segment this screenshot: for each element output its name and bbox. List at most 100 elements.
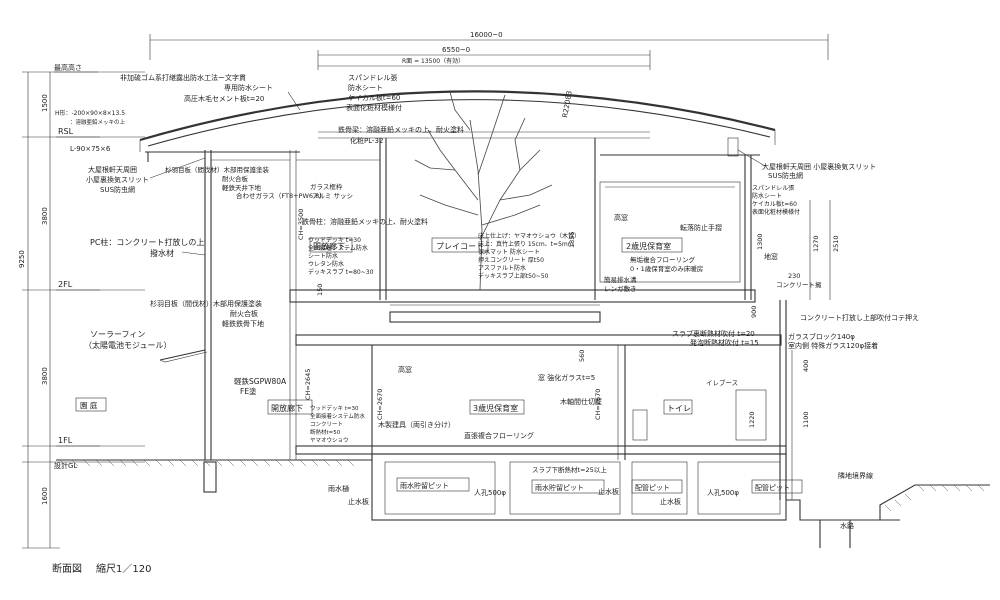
note-spandrel-r2: 防水シート [752, 192, 782, 200]
stop-water-3: 止水板 [660, 497, 681, 506]
note-floor-2f-3: シート防水 [308, 252, 338, 260]
manhole-2: 人孔500φ [707, 489, 739, 497]
note-glass-block: ガラスブロック140φ [788, 332, 855, 341]
dim-1100: 1100 [802, 411, 810, 428]
notes-right-mid: スラブ裏断熱材吹付 t=20 発泡断熱材吹付 t=15 コンクリート打放し上部吹… [672, 313, 919, 350]
note-spandrel-r1: スパンドレル張 [752, 185, 794, 192]
note-anti-heat: 発泡断熱材吹付 t=15 [690, 338, 759, 347]
room-play: プレイコート [436, 242, 484, 251]
note-eave-right-1: 大屋根軒天周囲 小屋裏換気スリット [762, 162, 876, 171]
stop-water-2: 止水板 [598, 487, 619, 496]
note-slab-ins-1f: スラブ下断熱材t=25以上 [532, 465, 607, 474]
note-solar-1: ソーラーフィン [90, 330, 145, 339]
dim-ch-3f: CH=2670 [594, 389, 602, 420]
note-floor-1f-4: 断熱材t=50 [310, 428, 341, 436]
dim-1220: 1220 [748, 411, 756, 428]
note-brick: レンガ敷き [604, 284, 637, 293]
note-floor-1f-3: コンクリート [310, 421, 343, 428]
dim-upper: 3800 [41, 207, 49, 225]
room-toilet: トイレ [667, 404, 691, 413]
room-nursery-3: 3歳児保育室 [473, 403, 518, 413]
note-floor-2f-5: デッキスラブ t=80~30 [308, 268, 374, 276]
note-cedar-top3: 軽鉄天井下地 [222, 183, 262, 192]
notes-right-top: 大屋根軒天周囲 小屋裏換気スリット SUS防虫網 スパンドレル張 防水シート ケ… [737, 149, 876, 216]
note-spandrel-r4: 表面化粧材模様付 [752, 208, 800, 216]
note-flooring-2f2: 0・1歳保育室のみ床暖房 [630, 264, 703, 273]
level-top: 最高高さ [54, 63, 82, 72]
note-floor-mat-5: アスファルト防水 [478, 264, 526, 272]
note-pc-col-2: 撥水材 [150, 248, 174, 258]
note-steel-col: 鉄骨柱：溶融亜鉛メッキの上、耐火塗料 [302, 217, 428, 226]
note-drain: 簡易排水溝 [604, 275, 637, 284]
note-roof-sheet: 専用防水シート [224, 83, 273, 92]
note-floor-1f-2: 全面接着システム防水 [310, 412, 365, 420]
note-steel-light: 軽鉄SGPW80A [234, 376, 287, 386]
structure [147, 137, 821, 548]
dim-ch-2f: CH=3500 [297, 209, 305, 240]
dim-230: 230 [788, 272, 800, 280]
level-1fl: 1FL [58, 436, 73, 445]
pit-rain-1: 雨水貯留ピット [400, 481, 449, 490]
dim-top: 1500 [41, 94, 49, 112]
note-spandrel-3: ケイカル板t=60 [348, 93, 400, 102]
top-dimensions: 16000~0 6550~0 R面 = 13500（有効） [149, 31, 829, 70]
note-roof-top: 非加硫ゴム系打継露出防水工法ー文字貫 [120, 73, 246, 82]
note-steel-l: L-90×75×6 [70, 145, 111, 153]
room-nursery-2: 2歳児保育室 [626, 241, 671, 251]
note-slab-ins: スラブ裏断熱材吹付 t=20 [672, 329, 755, 338]
note-steel-beam: 鉄骨梁：溶融亜鉛メッキの上、耐火塗料 [338, 125, 464, 134]
dim-base: 1600 [41, 487, 49, 505]
note-spandrel-2: 防水シート [348, 83, 383, 92]
room-window-mid: 高窓 [398, 365, 412, 374]
note-floor-mat-3: 保水マット 防水シート [478, 248, 540, 256]
note-spandrel-r3: ケイカル板t=60 [752, 200, 797, 208]
dim-1300: 1300 [756, 233, 764, 250]
dim-900: 900 [750, 306, 758, 318]
caption-scale: 縮尺1／120 [96, 562, 151, 575]
dim-ch-1f-a: CH=2645 [304, 369, 312, 400]
note-concrete-raw: コンクリート打放し上部吹付コテ押え [800, 313, 919, 322]
note-eave-left-1: 大屋根軒天周囲 [88, 165, 137, 174]
note-eave-left-2: 小屋裏換気スリット [86, 175, 149, 184]
stop-water-1: 止水板 [348, 497, 369, 506]
note-flooring-1f: 直張複合フローリング [464, 431, 534, 440]
room-window-top: 高窓 [614, 213, 628, 222]
note-flooring-2f: 無垢複合フローリング [630, 255, 696, 264]
note-neighbor-line: 隣地境界線 [838, 471, 873, 480]
notes-roof: 非加硫ゴム系打継露出防水工法ー文字貫 専用防水シート 高圧木毛セメント板t=20… [55, 73, 301, 194]
dim-span-note: R面 = 13500（有効） [402, 57, 464, 65]
note-beam-h: H形：-200×90×8×13.5 [55, 109, 125, 117]
note-floor-2f-4: ウレタン防水 [308, 260, 344, 268]
pit-pipe-2: 配管ピット [755, 483, 790, 492]
note-cedar-top2: 耐火合板 [222, 174, 249, 183]
note-solar-2: （太陽電池モジュール） [84, 340, 171, 350]
notes-1f-floor: ウッドデッキ t=30 全面接着システム防水 コンクリート 断熱材t=50 ヤマ… [310, 404, 365, 444]
note-glass-frame: ガラス框枠 [310, 182, 343, 191]
note-floor-mat-6: デッキスラブ上部t50~50 [478, 272, 549, 280]
note-floor-mat-2: 床上：真竹上張り 15cm、t=5mm [478, 240, 574, 248]
rooms-1f: 開放廊下 3歳児保育室 トイレ 高窓 窓 強化ガラスt=5 木軸間仕切壁 木製建… [267, 365, 738, 440]
notes-foundation: スラブ下断熱材t=25以上 雨水貯留ピット 雨水貯留ピット 配管ピット 配管ピッ… [328, 465, 873, 530]
rooms-2f: 開放廊下 プレイコート 2歳児保育室 高窓 転落防止手摺 CH=3500 [297, 209, 722, 253]
note-steel-light2: FE塗 [240, 386, 257, 396]
note-spandrel-1: スパンドレル張 [348, 74, 397, 82]
note-decor-board: 化粧PL-32 [350, 136, 383, 145]
notes-spandrel: スパンドレル張 防水シート ケイカル板t=60 表面化粧材模様付 鉄骨梁：溶融亜… [165, 74, 464, 226]
note-pipe-space: イレブース [706, 378, 738, 387]
note-floor-2f-2: 全面接着システム防水 [308, 244, 368, 252]
note-eave-left-3: SUS防虫網 [100, 185, 135, 194]
dim-1270: 1270 [812, 235, 820, 252]
note-glass-t5: 窓 強化ガラスt=5 [538, 373, 595, 382]
dim-2510: 2510 [832, 235, 840, 252]
note-cedar-top: 杉羽目板（間伐材）木部用保護塗装 [165, 165, 270, 174]
dim-1355: 1355 [568, 231, 576, 248]
dim-total-height: 9250 [18, 250, 26, 268]
note-glass-1: アルミ サッシ [312, 192, 353, 200]
note-floor-mat-4: 押えコンクリート 厚t50 [478, 256, 544, 264]
note-rain-gutter: 雨水樋 [328, 484, 349, 493]
dim-560: 560 [578, 350, 586, 362]
note-eave-right-2: SUS防虫網 [768, 171, 803, 180]
tree-icon [414, 91, 553, 291]
note-floor-mat-1: 床上仕上げ：ヤマオウショウ（木質） [478, 232, 580, 240]
